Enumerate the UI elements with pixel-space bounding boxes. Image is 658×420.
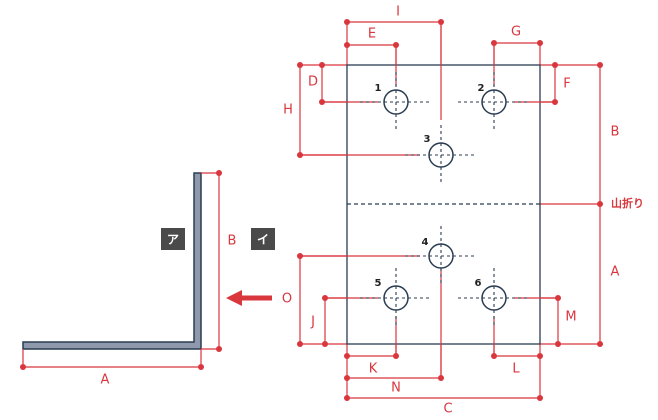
hole-5	[360, 268, 432, 328]
fold-label: 山折り	[611, 196, 644, 210]
side-dim-a: A	[20, 349, 204, 388]
dim-a-label: A	[611, 265, 620, 280]
hole-3-label: 3	[424, 134, 431, 145]
hole-2	[458, 72, 530, 132]
view-arrow	[226, 290, 272, 306]
dim-b-label: B	[611, 125, 620, 140]
dim-g-label: G	[511, 25, 521, 40]
hole-1	[360, 72, 432, 132]
hole-4	[405, 226, 477, 286]
face-b-tag: イ	[257, 233, 269, 247]
angle-profile	[22, 172, 202, 350]
dim-m-label: M	[565, 310, 576, 325]
hole-5-label: 5	[375, 278, 382, 289]
side-view: A B ア イ	[20, 170, 275, 388]
face-b-tag-bg	[251, 228, 275, 250]
dim-j-label: J	[310, 315, 315, 330]
dim-h-label: H	[283, 103, 293, 118]
flat-dimensions-overlay	[300, 22, 558, 378]
dim-d-label: D	[308, 75, 318, 90]
hole-6	[458, 268, 530, 328]
dim-k-label: K	[369, 362, 378, 377]
dim-o-label: O	[282, 292, 292, 307]
face-a-tag-bg	[161, 228, 185, 250]
face-a-tag: ア	[167, 233, 179, 247]
side-dim-b: B	[201, 170, 236, 352]
side-dim-b-label: B	[228, 234, 237, 249]
side-dim-a-label: A	[101, 373, 110, 388]
hole-3	[405, 125, 477, 185]
dim-e-label: E	[368, 27, 376, 42]
hole-6-label: 6	[475, 278, 482, 289]
hole-2-label: 2	[478, 83, 485, 94]
dim-f-label: F	[563, 77, 570, 92]
dim-l-label: L	[512, 362, 520, 377]
flat-view: 1 2 3 4 5 6 I E G D F H B 山折り A O J M K …	[282, 5, 644, 417]
hole-1-label: 1	[375, 83, 382, 94]
dim-n-label: N	[391, 381, 401, 396]
dim-i-label: I	[396, 5, 400, 20]
hole-4-label: 4	[422, 237, 429, 248]
dim-c-label: C	[443, 402, 452, 417]
